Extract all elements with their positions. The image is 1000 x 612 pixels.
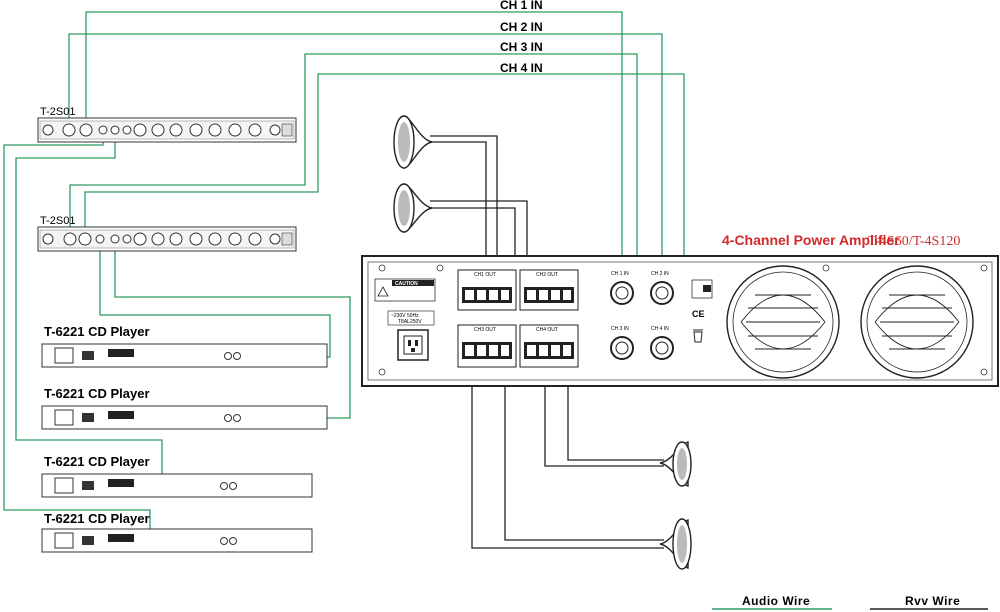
ch3-out-label: CH3 OUT [474,327,496,333]
cd3-wire [15,138,220,487]
ch3-wire [69,53,638,348]
caution-text: CAUTION [395,281,418,287]
horn-speaker-3 [659,441,692,487]
power-rating-box [387,310,435,326]
ch2-in-label: CH 2 IN [500,20,543,34]
legend: Audio Wire Rvv Wire [712,594,988,610]
mixer-1-jacks [42,123,281,137]
legend-rvv-wire-label: Rvv Wire [905,594,960,608]
mixer-1-name: T-2S01 [40,106,75,118]
mixer-2-jacks [42,232,281,246]
cd-player-4-name: T-6221 CD Player [44,511,150,526]
recycle-bin-icon [693,329,703,343]
cooling-fan-right [860,265,974,379]
legend-audio-wire-label: Audio Wire [742,594,810,608]
horn-speaker-4 [659,518,692,570]
cd-player-3: T-6221 CD Player [41,454,313,498]
cd-player-1: T-6221 CD Player [41,324,328,368]
ch2-wire [68,33,663,292]
ch2-in-jack-label: CH 2 IN [651,271,669,277]
rvv-speaker2 [430,207,516,268]
horn-speaker-1 [393,115,433,169]
mixer-2-name: T-2S01 [40,215,75,227]
input-jacks: CH 1 IN CH 2 IN CH 3 IN CH 4 IN [610,271,674,360]
cd-player-4: T-6221 CD Player [41,511,313,553]
cd1-wire [99,248,331,358]
rvv-speaker1b [430,135,498,268]
output-terminals: CH1 OUT CH2 OUT CH3 OUT CH4 OUT [457,269,579,368]
ch4-in-jack-label: CH 4 IN [651,326,669,332]
horn-speaker-2 [393,183,433,233]
selector-switch [691,279,713,299]
amp-title: 4-Channel Power Amplifier [722,232,900,248]
rvv-speaker1 [430,141,487,268]
mixer-unit-2: T-2S01 [37,215,297,252]
ch4-in-label: CH 4 IN [500,61,543,75]
cd-player-3-name: T-6221 CD Player [44,454,150,469]
power-amplifier: 4-Channel Power Amplifier T-4S60/T-4S120… [361,232,999,387]
amp-model: T-4S60/T-4S120 [868,234,960,249]
ch1-in-jack-label: CH 1 IN [611,271,629,277]
cd-player-2: T-6221 CD Player [41,386,328,430]
ch1-in-label: CH 1 IN [500,0,543,12]
rvv-speaker4 [471,345,664,549]
fuse-label: T8AL250V [398,319,422,325]
cd-player-2-name: T-6221 CD Player [44,386,150,401]
ch4-wire [84,73,685,348]
audio-wires [3,11,685,542]
power-label: ~230V 50Hz [391,313,419,319]
ch4-out-label: CH4 OUT [536,327,558,333]
ch3-in-label: CH 3 IN [500,40,543,54]
cd2-wire [114,248,351,419]
rvv-speaker4b [504,345,664,541]
cd-player-1-name: T-6221 CD Player [44,324,150,339]
rvv-speaker2b [430,200,528,268]
ch1-out-label: CH1 OUT [474,272,496,278]
cooling-fan-left [726,265,840,379]
ch3-in-jack-label: CH 3 IN [611,326,629,332]
mixer-unit-1: T-2S01 [37,106,297,143]
ch2-out-label: CH2 OUT [536,272,558,278]
ce-mark: CE [692,309,705,319]
ch1-wire [85,11,623,292]
